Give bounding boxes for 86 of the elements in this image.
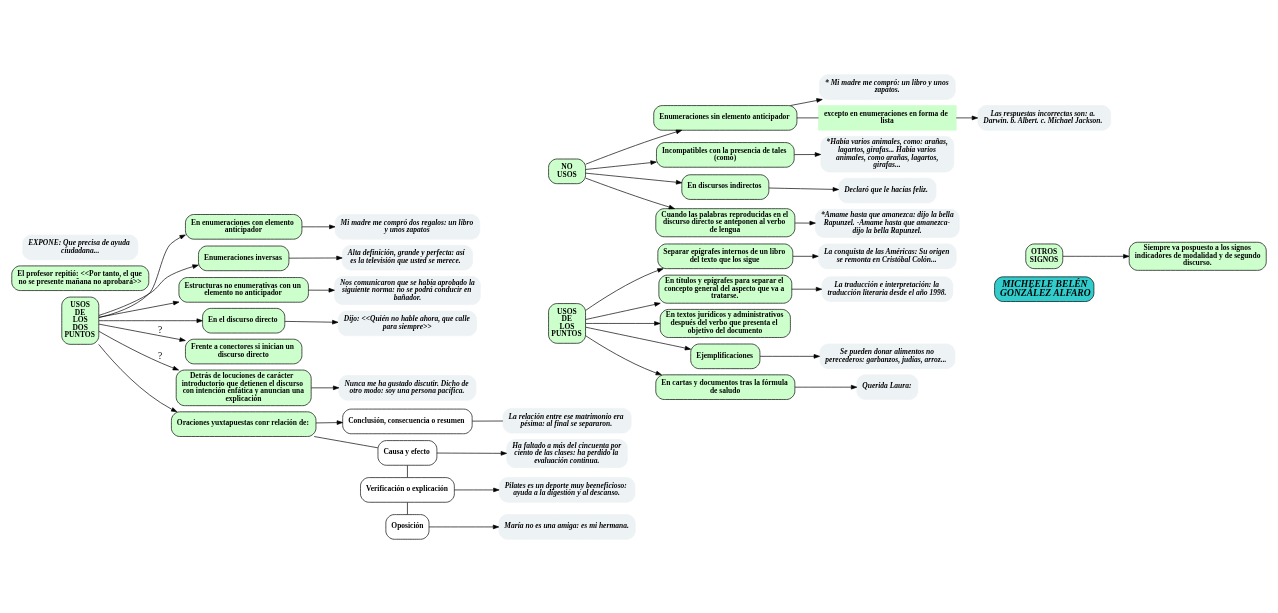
node-box: En enumeraciones con elemento anticipador — [185, 213, 303, 239]
arrow — [454, 487, 500, 492]
node-box: Estructuras no enumerativas con un elemento no anticipador — [178, 276, 309, 303]
node-box: Ejemplificaciones — [690, 343, 761, 369]
arrow — [790, 97, 823, 106]
arrow — [288, 255, 343, 260]
edge-label: ? — [157, 323, 163, 335]
arrow — [311, 385, 340, 390]
node-box: Las respuestas incorrectas son: a. Darwin. b. Albert. c. Michael Jackson. — [977, 104, 1112, 131]
arrow — [428, 524, 500, 529]
arrow — [436, 450, 507, 456]
node-box: Oraciones yuxtapuestas conr relación de: — [171, 411, 317, 437]
node-box: Enumeraciones sin elemento anticipador — [653, 104, 798, 131]
node-box: En el discurso directo — [202, 307, 286, 333]
arrow — [98, 300, 180, 318]
node-box: *Había varios animales, como: arañas, lagartos, girafas... Había varios animales, como arañas, lagartos, girafas... — [820, 135, 955, 172]
node-box: * Mi madre me compró: un libro y unos zapatos. — [819, 73, 956, 100]
node-box: Conclusión, consecuencia o resumen — [342, 408, 473, 434]
node-box: Alta definición, grande y perfecta: así es la televisión que usted se merece. — [342, 244, 473, 270]
node-box: María no es una amiga: es mi hermana. — [498, 513, 636, 540]
node-box: La traducción e interpretación: la traducción literaria desde el año 1998. — [821, 276, 954, 302]
arrow — [585, 172, 683, 184]
arrow — [98, 317, 203, 323]
node-box: Siempre va pospuesto a los signos indicadores de modalidad y de segundo discurso. — [1128, 241, 1267, 271]
node-box: Dijo: <<Quién no hable ahora, que calle para siempre>> — [337, 310, 477, 336]
arrow — [1062, 253, 1130, 259]
arrow — [955, 115, 978, 120]
connector — [407, 501, 408, 515]
node-box: USOS DE LOS PUNTOS — [548, 302, 586, 344]
arrow — [301, 224, 336, 229]
arrow — [585, 334, 662, 375]
arrow — [98, 343, 178, 412]
arrow — [791, 286, 823, 291]
node-box: Detrás de locuciones de carácter introductorio que detienen el discurso con intención enfática y anuncian una explicación — [175, 369, 312, 406]
node-box: El profesor repitió: <<Por tanto, el que no se presente mañana no aprobará>> — [11, 265, 150, 291]
node-box: Se pueden donar alimentos no perecederos: garbanzos, judías, arroz... — [819, 343, 956, 369]
node-box: Frente a conectores si inician un discurso directo — [185, 338, 303, 364]
connector — [313, 435, 379, 448]
node-box: Nos comunicaron que se había aprobado la siguiente norma: no se podrá conducir en bañador. — [334, 275, 481, 305]
arrow — [585, 159, 657, 170]
node-box: OTROS SIGNOS — [1025, 243, 1064, 269]
node-box: Oposición — [385, 513, 430, 540]
node-box: Cuando las palabras reproducidas en el discurso directo se anteponen al verbo de lengua — [655, 207, 796, 237]
node-box: Nunca me ha gustado discutir. Dicho de otro modo: soy una persona pacífica. — [338, 374, 477, 401]
node-box: Incompatibles con la presencia de tales (como) — [656, 141, 795, 168]
node-box: Causa y efecto — [377, 439, 438, 466]
arrow — [98, 263, 199, 316]
arrow — [768, 186, 839, 192]
node-box: Enumeraciones inversas — [198, 245, 290, 271]
node-box: Separar epígrafes internos de un libro del texto que los sigue — [657, 243, 794, 269]
node-box: USOS DE LOS DOS PUNTOS — [61, 296, 100, 345]
arrow — [308, 287, 335, 292]
node-box: En cartas y documentos tras la fórmula de saludo — [655, 374, 796, 400]
node-box: En discursos indirectos — [681, 173, 770, 200]
node-box: *Amame hasta que amanezca: dijo la bella Rapunzel. -Amame hasta que amanezca- dijo la bella Rapunzel. — [815, 208, 960, 238]
arrow — [98, 330, 179, 370]
arrow — [315, 419, 343, 425]
node-box: Verificación o explicación — [360, 476, 455, 503]
node-box: Querida Laura: — [856, 374, 919, 400]
node-box: MICHEELE BELÉN GONZÁLEZ ALFARO — [994, 276, 1095, 302]
arrow — [794, 220, 816, 225]
arrow — [585, 177, 675, 209]
arrow — [792, 253, 819, 259]
node-box: Declaró que le hacías feliz. — [838, 177, 937, 203]
node-box: En textos jurídicos y administrativos después del verbo que presenta el objetivo del documento — [659, 308, 791, 338]
arrow — [585, 326, 691, 350]
node-box: Ha faltado a más del cincuenta por ciento de las clases: ha perdido la evaluación continua. — [506, 438, 628, 468]
arrow — [585, 301, 661, 320]
node-box: En títulos y epígrafes para separar el concepto general del aspecto que va a tratarse. — [658, 274, 793, 304]
arrow — [585, 129, 683, 165]
arrow — [794, 151, 821, 157]
node-box: La relación entre ese matrimonio era pésima: al final se separaron. — [502, 407, 632, 433]
arrow — [585, 320, 661, 326]
node-box: excepto en enumeraciones en forma de lista — [818, 104, 957, 131]
node-box: La conquista de las Américas: Su origen se remonta en Cristóbal Colón... — [818, 243, 957, 269]
arrow — [98, 234, 186, 318]
arrow — [794, 384, 858, 389]
node-box: Pilates es un deporte muy beeneficioso: ayuda a la digestión y al descanso. — [498, 476, 636, 503]
edge-label: ? — [157, 349, 163, 361]
node-box: NO USOS — [548, 158, 586, 184]
connector — [407, 464, 408, 478]
arrow — [759, 353, 820, 359]
arrow — [284, 319, 339, 324]
arrow — [585, 267, 664, 311]
arrow — [98, 323, 186, 342]
node-box: Mi madre me compró dos regalos: un libro y unos zapatos — [334, 213, 481, 239]
